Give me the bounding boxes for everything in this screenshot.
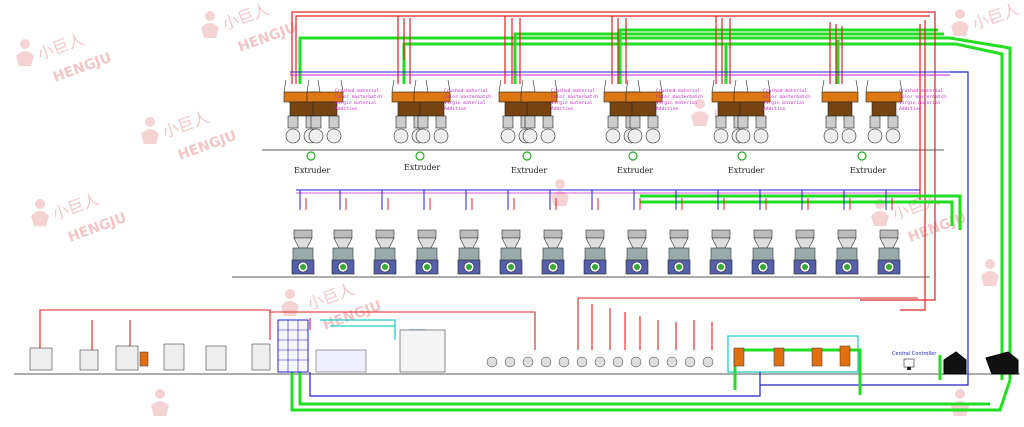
- material-legend: Crushed material Color masterbatch Virgi…: [763, 88, 810, 112]
- svg-text:Crushed material: Crushed material: [444, 88, 488, 94]
- extruder-line-6: Extruder: [821, 79, 903, 175]
- svg-text:Crushed material: Crushed material: [899, 88, 943, 94]
- material-legend: Crushed material Color masterbatch Virgi…: [335, 88, 382, 112]
- figure-logo-icon: [141, 117, 159, 144]
- extruder-label: Extruder: [617, 166, 653, 175]
- svg-text:Color masterbatch: Color masterbatch: [551, 94, 598, 100]
- svg-text:Additive: Additive: [656, 106, 678, 112]
- svg-text:Virgin material: Virgin material: [335, 100, 377, 106]
- green-mid-pipe: [640, 194, 962, 230]
- extruder-label: Extruder: [294, 166, 330, 175]
- loaders-row: [486, 356, 714, 368]
- blue-bottom-loop: [309, 372, 761, 397]
- hopper-feed-drops: [299, 190, 887, 210]
- figure-logo-icon: [201, 11, 219, 38]
- material-legend: Crushed material Color masterbatch Virgi…: [444, 88, 491, 112]
- watermark-cn: 小巨人: [50, 189, 102, 223]
- svg-text:Color masterbatch: Color masterbatch: [335, 94, 382, 100]
- red-pipes-bottom: [39, 297, 918, 360]
- green-vacuum-pipe-bottom: [290, 348, 1012, 412]
- circle-green-icon: [857, 151, 867, 161]
- watermark-cn: 小巨人: [35, 29, 87, 63]
- svg-text:Additive: Additive: [335, 106, 357, 112]
- vacuum-pumps: [943, 351, 1019, 375]
- svg-text:Virgin material: Virgin material: [656, 100, 698, 106]
- monitor-icon: [903, 358, 915, 368]
- central-controller-label: Central Controller: [892, 351, 937, 357]
- svg-text:Virgin material: Virgin material: [763, 100, 805, 106]
- figure-logo-icon: [981, 259, 999, 286]
- extruder-line-2: Extruder: [391, 79, 451, 172]
- circle-green-icon: [737, 151, 747, 161]
- svg-text:Crushed material: Crushed material: [656, 88, 700, 94]
- circle-green-icon: [628, 151, 638, 161]
- left-dryers: [29, 319, 446, 373]
- material-legend: Crushed material Color masterbatch Virgi…: [656, 88, 703, 112]
- extruder-line-3: Extruder: [498, 79, 558, 175]
- extruder-label: Extruder: [404, 163, 440, 172]
- extruder-label: Extruder: [850, 166, 886, 175]
- svg-text:Color masterbatch: Color masterbatch: [763, 94, 810, 100]
- circle-green-icon: [415, 151, 425, 161]
- material-legend: Crushed material Color masterbatch Virgi…: [551, 88, 598, 112]
- figure-logo-icon: [151, 389, 169, 416]
- svg-text:Color masterbatch: Color masterbatch: [656, 94, 703, 100]
- svg-text:Additive: Additive: [444, 106, 466, 112]
- central-controller: Central Controller: [892, 351, 937, 370]
- circle-green-icon: [522, 151, 532, 161]
- color-mixers: [733, 345, 851, 367]
- red-pipes-top: [291, 11, 936, 311]
- figure-logo-icon: [551, 179, 569, 206]
- svg-text:Additive: Additive: [899, 106, 921, 112]
- figure-logo-icon: [951, 9, 969, 36]
- extruder-label: Extruder: [511, 166, 547, 175]
- green-mid-pipe-2: [640, 200, 954, 226]
- extruder-line-4: Extruder: [603, 79, 663, 175]
- svg-text:Crushed material: Crushed material: [551, 88, 595, 94]
- extruder-label: Extruder: [728, 166, 764, 175]
- watermark-cn: 小巨人: [220, 0, 272, 34]
- blue-return-pipe: [760, 71, 969, 386]
- svg-text:Additive: Additive: [551, 106, 573, 112]
- svg-text:Additive: Additive: [763, 106, 785, 112]
- watermark-cn: 小巨人: [160, 107, 212, 141]
- svg-text:Virgin material: Virgin material: [899, 100, 941, 106]
- svg-text:Color masterbatch: Color masterbatch: [899, 94, 946, 100]
- drying-hopper-row: [291, 229, 901, 275]
- extruder-line-5: Extruder: [711, 79, 771, 175]
- svg-text:Virgin material: Virgin material: [444, 100, 486, 106]
- svg-text:Virgin material: Virgin material: [551, 100, 593, 106]
- svg-text:Crushed material: Crushed material: [763, 88, 807, 94]
- watermark-cn: 小巨人: [970, 0, 1022, 34]
- figure-logo-icon: [31, 199, 49, 226]
- svg-text:Crushed material: Crushed material: [335, 88, 379, 94]
- circle-green-icon: [306, 151, 316, 161]
- figure-logo-icon: [16, 39, 34, 66]
- material-legend: Crushed material Color masterbatch Virgi…: [899, 88, 946, 112]
- extruder-line-1: Extruder: [283, 79, 344, 175]
- svg-text:Color masterbatch: Color masterbatch: [444, 94, 491, 100]
- hopper-red-drops: [305, 198, 893, 210]
